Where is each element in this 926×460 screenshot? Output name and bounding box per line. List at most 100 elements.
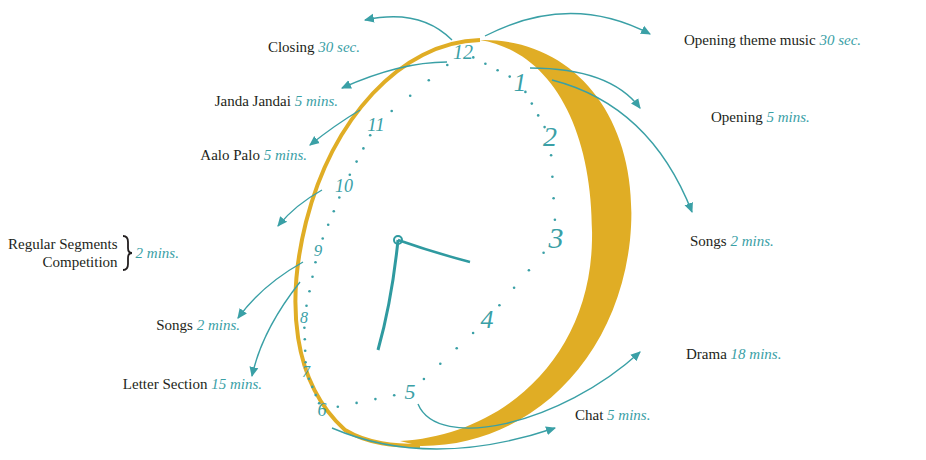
minute-dot — [303, 326, 306, 329]
leader-arrow — [365, 17, 452, 40]
clock-number: 1 — [514, 70, 527, 95]
segment-duration: 15 mins. — [211, 376, 262, 392]
clock-rim-edge — [295, 40, 480, 446]
segment-duration: 2 mins. — [730, 233, 773, 249]
segment-name: Letter Section — [123, 376, 208, 392]
leader-arrow — [310, 110, 360, 145]
leader-arrow — [552, 80, 692, 212]
minute-dot — [305, 305, 308, 308]
clock-number: 10 — [335, 177, 353, 195]
segment-name: Songs — [690, 233, 727, 249]
minute-dot — [321, 237, 324, 240]
minute-dot — [369, 134, 372, 137]
minute-dot — [484, 63, 487, 66]
clock-number: 7 — [302, 364, 310, 380]
clock-hand — [398, 240, 470, 262]
segment-label: Opening 5 mins. — [711, 108, 810, 126]
segment-label: Songs 2 mins. — [690, 232, 774, 250]
clock-dots — [303, 56, 556, 408]
minute-dot — [338, 196, 341, 199]
minute-dot — [327, 224, 330, 227]
minute-dot — [446, 64, 449, 67]
minute-dot — [550, 154, 553, 157]
clock-number: 8 — [300, 310, 308, 326]
segment-duration: 5 mins. — [264, 147, 307, 163]
minute-dot — [308, 290, 311, 293]
minute-dot — [508, 75, 511, 78]
minute-dot — [552, 197, 555, 200]
minute-dot — [314, 261, 317, 264]
minute-dot — [355, 160, 358, 163]
minute-dot — [496, 69, 499, 72]
leader-arrow — [530, 68, 640, 108]
minute-dot — [542, 252, 545, 255]
minute-dot — [439, 362, 442, 365]
segment-names: Regular SegmentsCompetition — [8, 235, 118, 271]
segment-duration: 5 mins. — [295, 93, 338, 109]
leader-arrow — [332, 428, 555, 449]
clock-number: 9 — [314, 242, 323, 259]
minute-dot — [455, 347, 458, 350]
segment-name: Opening theme music — [684, 32, 816, 48]
minute-dot — [314, 394, 317, 397]
segment-label: Janda Jandai 5 mins. — [215, 92, 338, 110]
minute-dot — [393, 394, 396, 397]
segment-label: Closing 30 sec. — [268, 38, 360, 56]
segment-name: Janda Jandai — [215, 93, 291, 109]
segment-label: Regular SegmentsCompetition 2 mins. — [8, 234, 179, 272]
segment-name: Closing — [268, 39, 315, 55]
curly-brace — [121, 234, 133, 272]
minute-dot — [390, 110, 393, 113]
minute-dot — [304, 338, 307, 341]
minute-dot — [362, 147, 365, 150]
leader-arrow — [252, 282, 300, 376]
leader-arrow — [278, 190, 322, 226]
minute-dot — [409, 94, 412, 97]
minute-dot — [428, 79, 431, 82]
segment-duration: 2 mins. — [136, 245, 179, 261]
segment-duration: 30 sec. — [819, 32, 861, 48]
clock-number: 11 — [367, 115, 385, 134]
clock-pivot — [394, 236, 402, 244]
clock-number: 2 — [543, 123, 557, 151]
minute-dot — [537, 114, 540, 117]
leader-arrow — [342, 62, 447, 88]
minute-dot — [472, 332, 475, 335]
minute-dot — [423, 378, 426, 381]
segment-name: Chat — [575, 407, 603, 423]
segment-label: Chat 5 mins. — [575, 406, 650, 424]
segment-name: Songs — [156, 317, 193, 333]
minute-dot — [349, 174, 352, 177]
minute-dot — [337, 406, 340, 409]
minute-dot — [551, 175, 554, 178]
minute-dot — [311, 386, 314, 389]
minute-dot — [355, 402, 358, 405]
clock-number: 5 — [405, 381, 416, 403]
minute-dot — [304, 350, 307, 353]
segment-name: Opening — [711, 109, 763, 125]
segment-duration: 5 mins. — [607, 407, 650, 423]
segment-duration: 30 sec. — [318, 39, 360, 55]
segment-name: Competition — [8, 253, 118, 271]
minute-dot — [311, 275, 314, 278]
segment-label: Songs 2 mins. — [156, 316, 240, 334]
minute-dot — [554, 219, 557, 222]
minute-dot — [498, 304, 501, 307]
clock-number: 3 — [549, 223, 564, 253]
segment-name: Drama — [686, 346, 727, 362]
segment-name: Regular Segments — [8, 235, 118, 253]
segment-label: Letter Section 15 mins. — [123, 375, 262, 393]
clock-hand — [378, 240, 398, 350]
minute-dot — [528, 269, 531, 272]
clock-number: 4 — [481, 307, 494, 333]
minute-dot — [333, 210, 336, 213]
segment-label: Opening theme music 30 sec. — [684, 31, 861, 49]
minute-dot — [531, 102, 534, 105]
segment-duration: 5 mins. — [766, 109, 809, 125]
segment-label: Aalo Palo 5 mins. — [200, 146, 307, 164]
segment-name: Aalo Palo — [200, 147, 260, 163]
leader-arrow — [418, 352, 640, 428]
clock-number: 12 — [453, 42, 473, 62]
minute-dot — [374, 398, 377, 401]
segment-label: Drama 18 mins. — [686, 345, 781, 363]
